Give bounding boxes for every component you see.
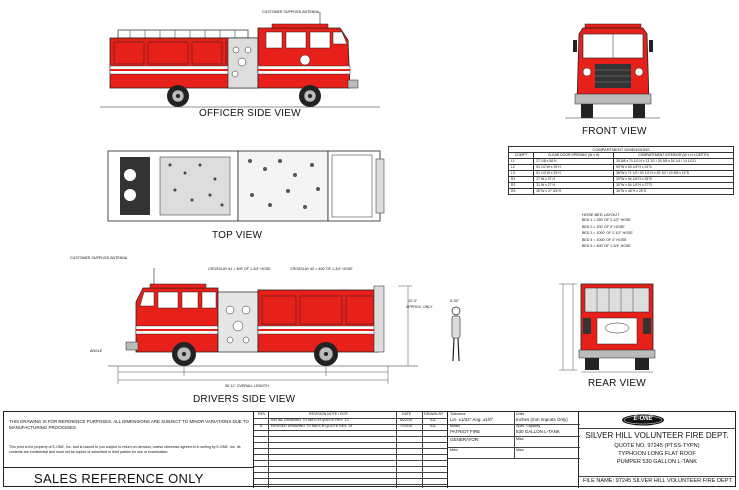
approx-callout: APPROX. ONLY — [406, 305, 433, 309]
e-one-logo — [622, 414, 664, 426]
tolerance-values: Lin. ±1/32" Ang. ±1/0° — [450, 417, 494, 422]
units-value: Inches (mm Imports Only) — [516, 417, 568, 422]
top-view-truck — [107, 150, 385, 222]
title-block: THIS DRAWING IS FOR REFERENCE PURPOSES. … — [3, 411, 736, 488]
rev-cell: SJL — [430, 424, 437, 428]
hose-bed-line: BED 3 = 1000' OF 2-1/2" HOSE — [582, 231, 633, 236]
rev-cell: 7/13/15 — [400, 424, 412, 428]
reference-notice: THIS DRAWING IS FOR REFERENCE PURPOSES. … — [9, 419, 249, 430]
antenna-callout-drivers: CUSTOMER SUPPLIED ANTENNA — [70, 256, 128, 260]
front-view-truck — [565, 23, 660, 119]
rev-header: DRAWN BY — [424, 412, 444, 416]
spec-label: Spec. Capacity — [516, 424, 541, 428]
top-view-label: TOP VIEW — [212, 230, 263, 241]
hose-bed-title: HOSE BED LAYOUT — [582, 212, 620, 217]
height-callout: 10'-3" — [408, 299, 418, 303]
angle-approach-callout: ANGLE — [90, 349, 103, 353]
misc-label: Misc: — [516, 448, 525, 452]
notice-panel: THIS DRAWING IS FOR REFERENCE PURPOSES. … — [4, 412, 254, 488]
person-scale-figure — [451, 306, 461, 362]
front-view-label: FRONT VIEW — [582, 126, 647, 137]
units-label: Units — [516, 412, 525, 416]
file-name: FILE NAME: 97245 SILVER HILL VOLUNTEER F… — [583, 478, 733, 484]
antenna-callout-top: CUSTOMER SUPPLIED ANTENNA — [262, 10, 320, 14]
customer-name: SILVER HILL VOLUNTEER FIRE DEPT. — [585, 431, 729, 440]
customer-panel: E-ONE SILVER HILL VOLUNTEER FIRE DEPT. Q… — [579, 412, 735, 488]
tolerance-label: Tolerance — [450, 412, 466, 416]
model-value: PATRIOT FIRE — [450, 429, 481, 434]
rev-cell: INITIAL DRAWING TO MATCH QUOTE REV. 13 — [271, 418, 349, 422]
drivers-side-view-label: DRIVERS SIDE VIEW — [193, 394, 296, 405]
spec-panel: Tolerance Lin. ±1/32" Ang. ±1/0° Units I… — [447, 412, 580, 488]
overall-length-callout: 36' 11" OVERALL LENGTH — [225, 384, 269, 388]
crosslay-1-callout: CROSSLAY #1 = 400' OF 1-3/4" HOSE — [208, 267, 271, 271]
spec-value: 530 GALLON L-TANK — [516, 429, 560, 434]
rev-header: DATE — [402, 412, 412, 416]
pumper-spec: PUMPER 530 GALLON L-TANK — [616, 459, 698, 465]
quote-number: QUOTE NO. 97245 (PTSS-TYPN) — [614, 443, 700, 449]
revision-table: REV REVISION NOTE / ECR DATE DRAWN BY IN… — [254, 412, 447, 488]
officer-side-view-label: OFFICER SIDE VIEW — [199, 108, 301, 119]
misc-label: Misc: — [450, 448, 459, 452]
rev-cell: SJL — [430, 418, 437, 422]
property-notice: This print is the property of E-ONE, Inc… — [9, 445, 241, 454]
drivers-side-truck — [108, 268, 418, 384]
rear-view-truck — [559, 283, 656, 373]
table-cell: 28"W x 27 3/4"H — [533, 188, 615, 195]
rear-view-label: REAR VIEW — [588, 378, 646, 389]
misc-label: Misc: — [516, 437, 525, 441]
rev-header: REVISION NOTE / ECR — [309, 412, 348, 416]
generator-label: GENERATOR: — [450, 437, 480, 442]
hose-bed-line: BED 4 = 1000' OF 3" HOSE — [582, 237, 627, 242]
compartment-dimensions-table: COMPARTMENT DIMENSIONS COMP'T CLEAR DOOR… — [507, 146, 734, 195]
roof-type: TYPHOON LONG FLAT ROOF — [618, 451, 696, 457]
rev-cell: 6/22/15 — [400, 418, 412, 422]
sales-reference-label: SALES REFERENCE ONLY — [34, 471, 204, 486]
rev-header: REV — [258, 412, 266, 416]
hose-bed-layout: HOSE BED LAYOUT BED 1 = 250' OF 2-1/2" H… — [582, 213, 633, 249]
compartment-table-title: COMPARTMENT DIMENSIONS — [508, 146, 734, 152]
person-height-callout: 6'-00" — [450, 299, 460, 303]
officer-side-truck — [100, 12, 380, 108]
model-label: Model — [450, 424, 460, 428]
hose-bed-line: BED 2 = 200' OF 3" HOSE — [582, 224, 625, 229]
table-cell: R3 — [507, 188, 535, 195]
rev-cell: REVISED DRAWING TO MATCH QUOTE REV. 14 — [271, 424, 353, 428]
e-one-logo-text: E-ONE — [633, 416, 653, 422]
rev-cell: A — [260, 424, 263, 428]
crosslay-2-callout: CROSSLAY #2 = 400' OF 1-3/4" HOSE — [290, 267, 353, 271]
hose-bed-line: BED 1 = 250' OF 2-1/2" HOSE — [582, 218, 631, 222]
table-cell: 26"W x 46"H x 26"D — [613, 188, 734, 195]
hose-bed-line: BED 5 = 400' OF 1-3/4" HOSE — [582, 244, 631, 249]
